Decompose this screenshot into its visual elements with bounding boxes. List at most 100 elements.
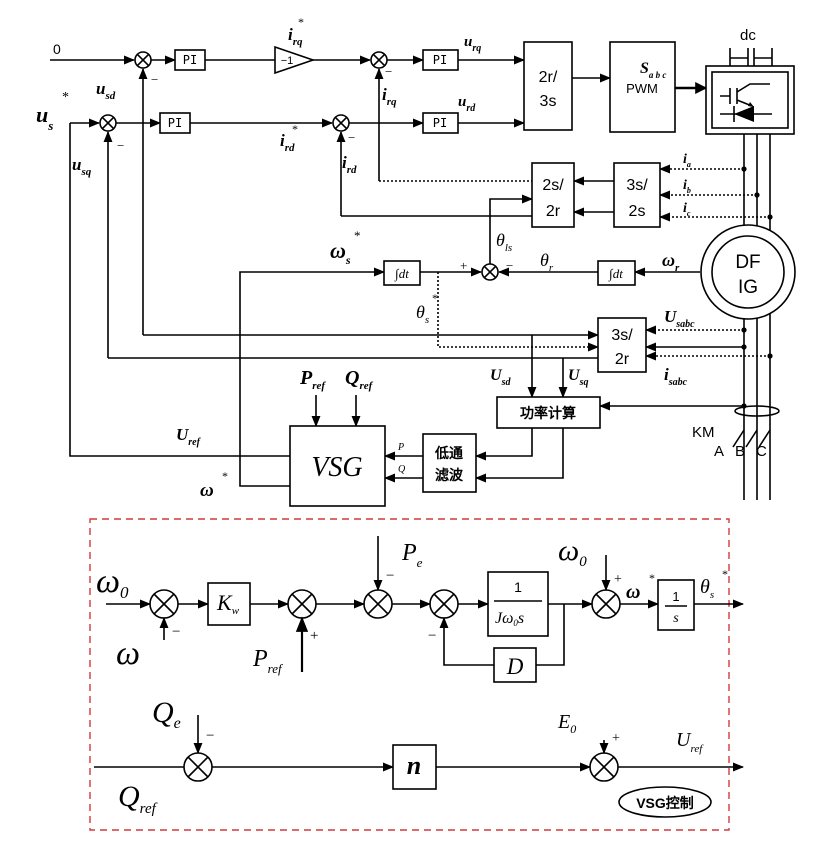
svg-text:Qe: Qe (152, 696, 181, 732)
svg-text:1: 1 (672, 589, 679, 604)
svg-text:Pref: Pref (299, 367, 326, 392)
svg-text:−: − (385, 64, 392, 79)
svg-text:3s/: 3s/ (611, 327, 633, 344)
svg-text:E0: E0 (557, 711, 576, 736)
integrator-block-s: ∫dt (383, 260, 421, 286)
gain-neg1-block: −1 (274, 45, 316, 75)
svg-text:2r: 2r (615, 351, 630, 368)
svg-text:ω0: ω0 (96, 563, 129, 602)
svg-text:Jω0s: Jω0s (495, 610, 524, 628)
svg-text:Kw: Kw (216, 590, 240, 617)
svg-text:2r: 2r (546, 203, 561, 220)
svg-text:Usd: Usd (490, 367, 511, 388)
labels-upper: 0 us * usd usq − − irq * urq urd − irq i… (36, 15, 767, 501)
svg-text:usq: usq (72, 155, 92, 178)
sum-pe (363, 589, 393, 619)
damping-block: D (493, 647, 537, 683)
sum-junction-us (99, 114, 117, 132)
svg-text:P: P (397, 442, 404, 453)
svg-text:PI: PI (168, 116, 182, 130)
upper-diagram: PI −1 PI PI PI 2r/ 3s PWM (36, 15, 796, 507)
svg-text:+: + (612, 731, 620, 746)
pwm-block: PWM (609, 41, 676, 133)
svg-text:Uref: Uref (676, 729, 704, 755)
svg-text:PI: PI (433, 53, 447, 67)
svg-text:−: − (117, 138, 124, 153)
svg-text:VSG控制: VSG控制 (636, 795, 694, 811)
svg-text:−: − (206, 728, 214, 744)
svg-text:−: − (506, 258, 513, 273)
svg-text:ω: ω (626, 581, 640, 603)
integrator-lower-block: 1 s (657, 579, 695, 631)
svg-text:ia: ia (683, 152, 691, 169)
svg-text:+: + (460, 258, 467, 273)
svg-text:VSG: VSG (311, 452, 362, 483)
svg-text:−: − (151, 72, 158, 87)
s2r-block: 2s/ 2r (531, 162, 575, 228)
svg-text:1: 1 (514, 579, 522, 595)
sum-junction-theta (481, 263, 499, 281)
svg-text:−: − (386, 568, 394, 584)
svg-text:IG: IG (738, 277, 758, 298)
svg-text:DF: DF (735, 252, 760, 273)
svg-text:PI: PI (433, 116, 447, 130)
svg-text:3s: 3s (540, 93, 557, 110)
svg-text:Pe: Pe (401, 540, 423, 570)
svg-text:θs: θs (700, 576, 714, 601)
svg-text:*: * (649, 571, 655, 585)
pi-label: PI (183, 53, 197, 67)
svg-text:ib: ib (683, 178, 691, 195)
kw-block: Kw (207, 582, 251, 626)
vsg-badge: VSG控制 (618, 786, 712, 818)
sum-e0 (589, 752, 619, 782)
svg-text:低通: 低通 (434, 445, 463, 461)
n-block: n (392, 744, 437, 790)
s32s-block: 3s/ 2s (613, 162, 661, 228)
svg-text:ω0: ω0 (558, 534, 587, 570)
signal-lines-lower (94, 536, 745, 772)
vsg-dashed-frame (89, 518, 730, 831)
svg-text:Uref: Uref (176, 425, 202, 448)
svg-text:Usq: Usq (568, 367, 588, 388)
svg-text:s: s (673, 611, 679, 626)
svg-text:滤波: 滤波 (435, 467, 464, 483)
dfig-machine: DF IG (700, 224, 796, 320)
sum-qe (183, 752, 213, 782)
svg-text:θr: θr (540, 250, 554, 274)
svg-text:ω: ω (116, 635, 140, 672)
sum-pref (287, 589, 317, 619)
svg-text:irq: irq (382, 85, 397, 108)
svg-text:ω: ω (200, 480, 214, 501)
r2s-block: 2r/ 3s (523, 41, 573, 131)
s32r-block: 3s/ 2r (597, 317, 647, 373)
signal-lines-upper (50, 48, 780, 500)
pi-block-4: PI (422, 112, 459, 134)
svg-text:dc: dc (740, 27, 756, 44)
svg-text:+: + (310, 628, 318, 644)
svg-text:2s: 2s (629, 203, 646, 220)
svg-text:urq: urq (464, 34, 481, 54)
svg-text:功率计算: 功率计算 (520, 405, 576, 421)
svg-text:urd: urd (458, 94, 476, 114)
sum-junctions-upper (99, 51, 499, 281)
svg-text:Qref: Qref (345, 367, 374, 392)
svg-text:us: us (36, 102, 53, 133)
svg-text:B: B (735, 443, 745, 460)
svg-text:D: D (506, 654, 524, 679)
inertia-tf-block: 1 Jω0s (487, 571, 549, 637)
power-calc-block: 功率计算 (496, 396, 601, 429)
svg-text:ird: ird (342, 153, 357, 176)
svg-text:2r/: 2r/ (539, 69, 558, 86)
svg-text:PWM: PWM (626, 81, 658, 96)
svg-text:*: * (722, 567, 728, 581)
lower-diagram-vsg-control: Kw 1 Jω0s D 1 s n VSG控制 ω0 ω (89, 518, 745, 831)
svg-text:Sa b c: Sa b c (640, 60, 666, 80)
svg-text:*: * (432, 291, 438, 305)
svg-text:usd: usd (96, 79, 116, 102)
converter-block (705, 65, 795, 135)
vsg-block: VSG (289, 425, 386, 507)
sum-omega0 (591, 589, 621, 619)
integrator-block-r: ∫dt (597, 260, 636, 286)
svg-text:−: − (428, 628, 436, 644)
labels-lower: ω0 ω − Pref + Pe − − ω0 + ω * θs * Qe − … (96, 534, 728, 817)
